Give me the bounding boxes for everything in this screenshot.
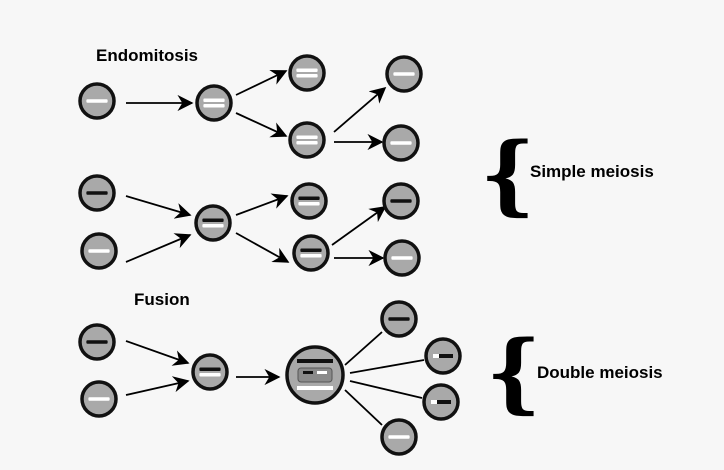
white-chromosome [433,354,439,358]
black-chromosome [388,317,410,321]
cell-body [292,234,330,272]
arrow-endo-4 [333,86,387,133]
doubled-fusion-cell [285,345,345,405]
line-double-3 [349,380,423,399]
arrow-endo-3 [235,112,288,138]
white-chromosome [297,386,333,390]
cell-body [194,204,232,242]
white-chromosome [203,98,225,102]
white-chromosome [199,373,221,377]
line-double-4 [344,389,383,426]
cell-body [288,54,326,92]
black-chromosome [86,340,108,344]
white-chromosome [296,141,318,145]
line-double-1 [344,331,383,366]
white-chromosome [390,141,412,145]
simple-daughter-cell-top [290,182,328,220]
arrows-group [125,70,425,426]
black-chromosome [303,371,313,374]
white-chromosome [296,74,318,78]
cell-body [290,182,328,220]
simple-meiosis-brace: { [480,124,535,225]
white-chromosome [86,99,108,103]
black-chromosome [300,248,322,252]
white-chromosome [296,68,318,72]
black-chromosome [202,218,224,222]
white-chromosome [317,371,327,374]
endomitosis-label: Endomitosis [96,46,198,65]
black-chromosome [199,367,221,371]
endomitosis-gamete-2 [382,124,420,162]
endomitosis-doubled-cell [195,84,233,122]
chromosome-cluster [297,367,333,383]
white-chromosome [296,135,318,139]
endomitosis-daughter-cell-top [288,54,326,92]
white-chromosome [431,400,437,404]
endomitosis-daughter-cell-bottom [288,121,326,159]
black-chromosome [437,400,451,404]
cells-group [78,54,462,456]
simple-parent-cell-black [78,174,116,212]
white-chromosome [88,397,110,401]
cell-body [191,353,229,391]
simple-gamete-white [383,239,421,277]
simple-gamete-black [382,182,420,220]
fusion-cell [191,353,229,391]
arrow-simple-5 [331,206,387,246]
black-chromosome [390,199,412,203]
fusion-parent-cell-black [78,323,116,361]
cell-body [288,121,326,159]
white-chromosome [388,435,410,439]
simple-parent-cell-white [80,232,118,270]
double-gamete-bottom [380,418,418,456]
white-chromosome [298,202,320,206]
arrow-fusion-1 [125,340,190,366]
white-chromosome [391,256,413,260]
black-chromosome [439,354,453,358]
fusion-label: Fusion [134,290,190,309]
arrow-fusion-2 [125,376,190,396]
simple-meiosis-label: Simple meiosis [530,162,654,181]
arrow-endo-2 [235,70,288,96]
endomitosis-gamete-1 [385,55,423,93]
black-chromosome [298,196,320,200]
line-double-2 [349,359,425,374]
white-chromosome [202,224,224,228]
black-chromosome [86,191,108,195]
white-chromosome [88,249,110,253]
white-chromosome [393,72,415,76]
double-meiosis-brace: { [486,322,541,423]
white-chromosome [203,104,225,108]
double-gamete-mid-2 [422,383,460,421]
endomitosis-parent-cell [78,82,116,120]
arrow-simple-1 [125,195,192,219]
arrow-simple-2 [125,233,192,263]
double-gamete-mid-1 [424,337,462,375]
arrow-simple-3 [235,193,289,216]
white-chromosome [300,254,322,258]
simple-fused-cell [194,204,232,242]
double-gamete-top [380,300,418,338]
cell-body [195,84,233,122]
double-meiosis-label: Double meiosis [537,363,663,382]
fusion-parent-cell-white [80,380,118,418]
simple-daughter-cell-bottom [292,234,330,272]
black-chromosome [297,359,333,363]
arrow-simple-4 [235,232,290,263]
